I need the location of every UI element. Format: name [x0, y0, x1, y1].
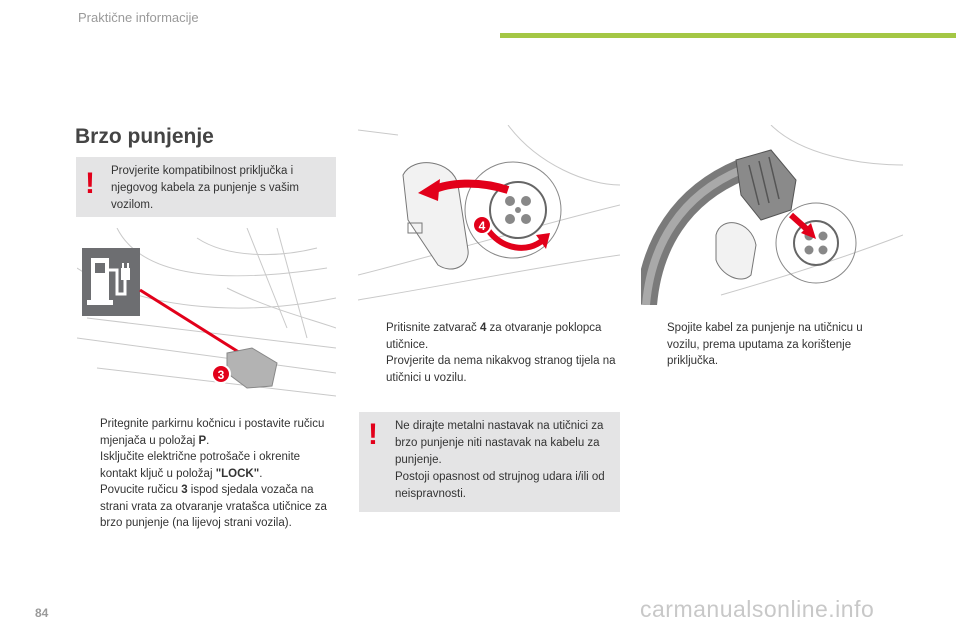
flap-illustration: 4 [357, 124, 621, 305]
step-item: Povucite ručicu 3 ispod sjedala vozača n… [100, 484, 327, 529]
warning-icon: ! [368, 418, 378, 451]
page-number: 84 [35, 606, 49, 620]
col2-steps: Pritisnite zatvarač 4 za otvaranje poklo… [364, 320, 622, 386]
step-item: Isključite električne potrošače i okreni… [100, 451, 301, 480]
step-item: Spojite kabel za punjenje na utičnicu u … [667, 322, 863, 367]
lever-handle [226, 347, 278, 389]
charge-flap [402, 162, 469, 270]
step-item: Pritegnite parkirnu kočnicu i postavite … [100, 418, 325, 447]
page-heading: Brzo punjenje [75, 125, 214, 148]
compatibility-warning-text: Provjerite kompatibilnost priključka i n… [111, 165, 299, 211]
warning-icon: ! [85, 167, 95, 200]
col3-steps: Spojite kabel za punjenje na utičnicu u … [645, 320, 885, 370]
charge-station-icon-bg [82, 248, 140, 316]
section-title: Praktične informacije [78, 10, 199, 25]
header-accent-bar [500, 33, 956, 38]
electric-shock-warning-box: ! Ne dirajte metalni nastavak na utičnic… [359, 412, 620, 512]
fuel-pump-plug-icon [87, 258, 130, 305]
open-arrow [431, 179, 510, 194]
pointer-line [139, 288, 246, 358]
lever-illustration: 3 [76, 227, 337, 398]
cable-illustration [635, 124, 904, 307]
callout-number: 3 [218, 368, 225, 382]
compatibility-warning-box: ! Provjerite kompatibilnost priključka i… [76, 157, 336, 217]
socket-ring-outer [464, 161, 562, 259]
callout-number: 4 [479, 219, 486, 233]
electric-shock-warning-text: Ne dirajte metalni nastavak na utičnici … [395, 420, 605, 500]
seat-lever-drawing: 3 [76, 227, 337, 397]
cable-plug [735, 149, 797, 221]
col1-steps: Pritegnite parkirnu kočnicu i postavite … [78, 416, 340, 532]
watermark: carmanualsonline.info [640, 596, 875, 622]
step-item: Pritisnite zatvarač 4 za otvaranje poklo… [386, 322, 602, 351]
step-item: Provjerite da nema nikakvog stranog tije… [386, 355, 616, 384]
